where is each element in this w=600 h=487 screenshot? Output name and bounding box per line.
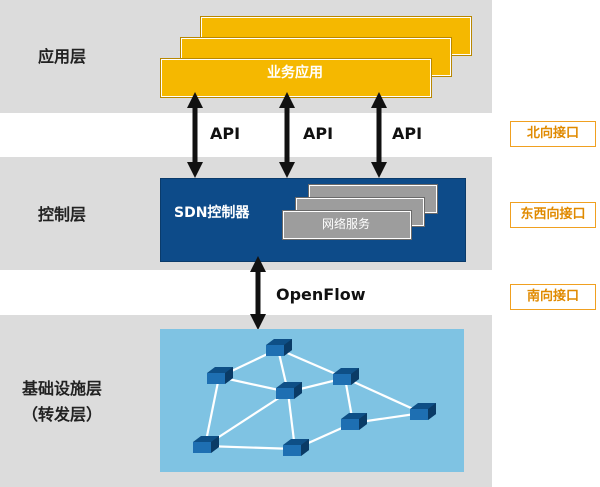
control-layer-label: 控制层 xyxy=(37,205,86,224)
api-label-1: API xyxy=(210,124,241,143)
business-app-card-front xyxy=(160,58,432,98)
northbound-interface-tag: 北向接口 xyxy=(510,121,596,147)
infrastructure-layer-label: 基础设施层 xyxy=(21,379,102,398)
openflow-label: OpenFlow xyxy=(276,285,366,304)
api-label-3: API xyxy=(392,124,423,143)
switch-icon xyxy=(207,367,233,384)
switch-icon xyxy=(410,403,436,420)
application-layer-label: 应用层 xyxy=(37,47,86,66)
switch-icon xyxy=(341,413,367,430)
forwarding-layer-label: （转发层） xyxy=(21,405,102,424)
sdn-controller-label: SDN控制器 xyxy=(174,205,250,221)
switch-icon xyxy=(333,368,359,385)
switch-icon xyxy=(276,382,302,399)
east-west-interface-tag: 东西向接口 xyxy=(510,202,596,228)
network-topology xyxy=(193,339,436,456)
business-app-label: 业务应用 xyxy=(267,65,323,81)
network-service-label: 网络服务 xyxy=(321,217,370,231)
api-label-2: API xyxy=(303,124,334,143)
switch-icon xyxy=(266,339,292,356)
southbound-interface-tag: 南向接口 xyxy=(510,284,596,310)
network-switches xyxy=(193,339,436,456)
switch-icon xyxy=(193,436,219,453)
switch-icon xyxy=(283,439,309,456)
network-service-card-front xyxy=(282,210,412,240)
network-links xyxy=(203,347,423,451)
